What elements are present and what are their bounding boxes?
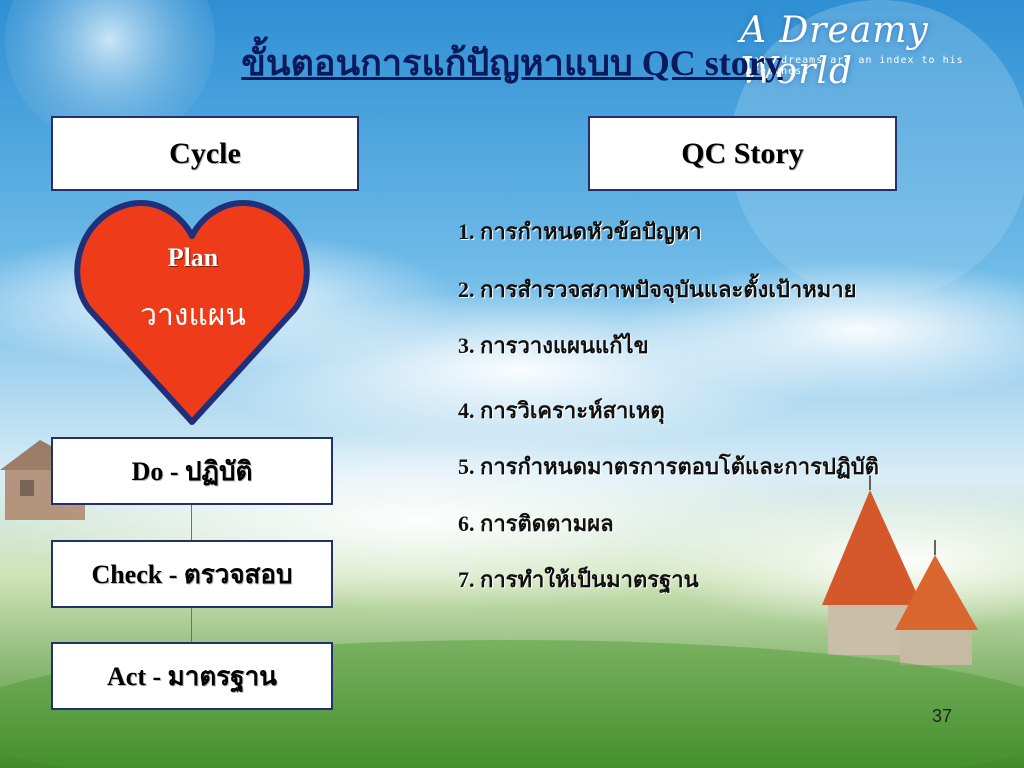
page-number: 37 — [932, 706, 953, 726]
qc-step-item: 3. การวางแผนแก้ไข — [458, 333, 649, 358]
qc-step-item: 2. การสำรวจสภาพปัจจุบันและตั้งเป้าหมาย — [458, 277, 857, 302]
qc-story-header-box: QC Story — [588, 116, 897, 191]
cycle-header-box: Cycle — [51, 116, 359, 191]
qc-step-item: 1. การกำหนดหัวข้อปัญหา — [458, 219, 702, 244]
stage-label: Act - มาตรฐาน — [107, 661, 277, 691]
check-stage-box: Check - ตรวจสอบ — [51, 540, 333, 608]
act-stage-box: Act - มาตรฐาน — [51, 642, 333, 710]
connector-line — [191, 607, 192, 643]
brand-tagline: Your dreams are an index to his greatnes… — [746, 55, 964, 77]
qc-story-header-label: QC Story — [681, 136, 804, 170]
stage-label: Do - ปฏิบัติ — [131, 456, 253, 486]
qc-step-item: 7. การทำให้เป็นมาตรฐาน — [458, 567, 699, 592]
plan-heart-shape — [74, 200, 310, 425]
plan-label-th: วางแผน — [140, 299, 246, 332]
stage-label: Check - ตรวจสอบ — [91, 559, 293, 589]
qc-step-item: 6. การติดตามผล — [458, 511, 614, 536]
connector-line — [191, 505, 192, 541]
brand-logo-text: A Dreamy World — [740, 10, 929, 92]
qc-step-item: 4. การวิเคราะห์สาเหตุ — [458, 398, 665, 423]
slide-title: ขั้นตอนการแก้ปัญหาแบบ QC story — [241, 43, 783, 83]
plan-label-en: Plan — [167, 243, 219, 272]
qc-step-item: 5. การกำหนดมาตรการตอบโต้และการปฏิบัติ — [458, 454, 879, 479]
cycle-header-label: Cycle — [169, 136, 241, 170]
do-stage-box: Do - ปฏิบัติ — [51, 437, 333, 505]
